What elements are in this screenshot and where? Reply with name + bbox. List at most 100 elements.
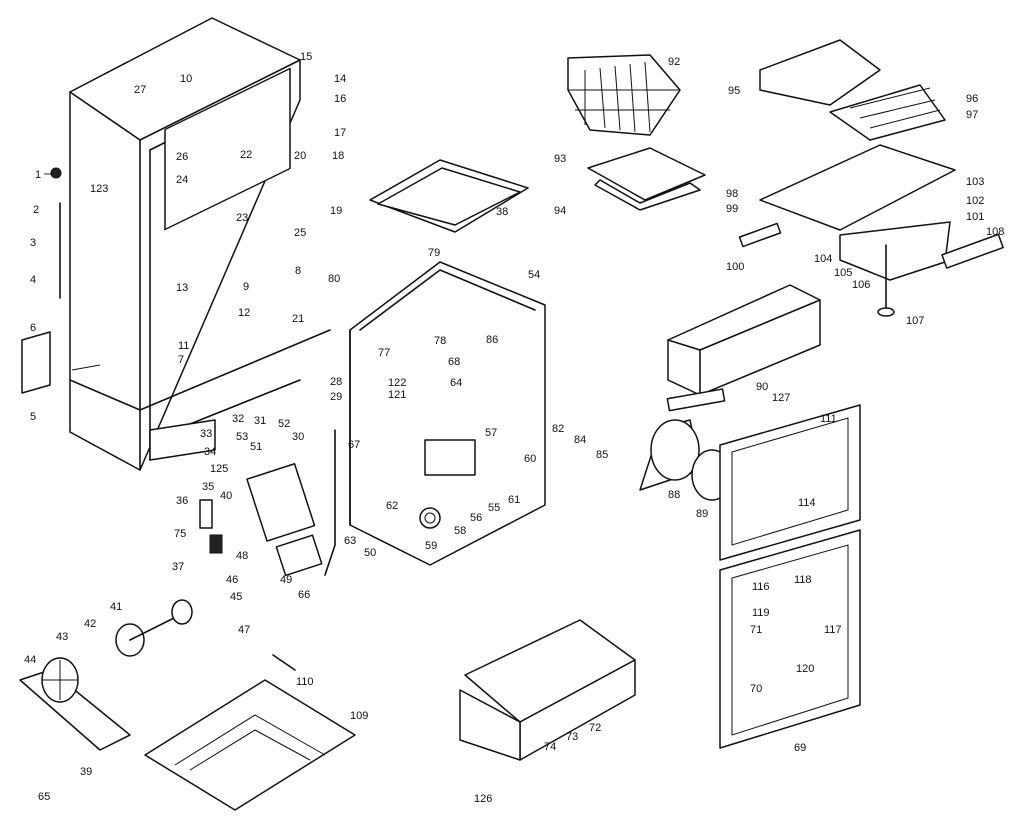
- part-label-33: 33: [200, 428, 212, 440]
- part-label-98: 98: [726, 188, 738, 200]
- part-label-45: 45: [230, 591, 242, 603]
- part-label-60: 60: [524, 453, 536, 465]
- part-label-9: 9: [243, 281, 249, 293]
- part-label-27: 27: [134, 84, 146, 96]
- part-label-120: 120: [796, 663, 814, 675]
- part-label-66: 66: [298, 589, 310, 601]
- part-label-100: 100: [726, 261, 744, 273]
- basket: [567, 54, 681, 136]
- part-label-39: 39: [80, 766, 92, 778]
- part-label-42: 42: [84, 618, 96, 630]
- part-label-38: 38: [496, 206, 508, 218]
- part-label-3: 3: [30, 237, 36, 249]
- part-label-6: 6: [30, 322, 36, 334]
- part-label-64: 64: [450, 377, 462, 389]
- part-label-119: 119: [752, 607, 770, 619]
- part-label-30: 30: [292, 431, 304, 443]
- part-label-48: 48: [236, 550, 248, 562]
- meat-pan: [759, 39, 946, 141]
- crisper-cover: [759, 144, 1004, 317]
- part-label-25: 25: [294, 227, 306, 239]
- part-label-49: 49: [280, 574, 292, 586]
- cabinet-shell: [69, 17, 331, 471]
- part-label-32: 32: [232, 413, 244, 425]
- part-label-123: 123: [90, 183, 108, 195]
- part-label-79: 79: [428, 247, 440, 259]
- condenser-fan-motor: [19, 599, 193, 751]
- part-label-99: 99: [726, 203, 738, 215]
- part-label-122: 122: [388, 377, 406, 389]
- part-label-118: 118: [794, 574, 812, 586]
- part-label-1: 1: [35, 169, 41, 181]
- part-label-72: 72: [589, 722, 601, 734]
- part-label-125: 125: [210, 463, 228, 475]
- part-label-117: 117: [824, 624, 842, 636]
- part-label-4: 4: [30, 274, 36, 286]
- part-label-63: 63: [344, 535, 356, 547]
- part-label-101: 101: [966, 211, 984, 223]
- part-label-36: 36: [176, 495, 188, 507]
- part-label-26: 26: [176, 151, 188, 163]
- part-label-52: 52: [278, 418, 290, 430]
- part-label-80: 80: [328, 273, 340, 285]
- part-label-103: 103: [966, 176, 984, 188]
- part-label-56: 56: [470, 512, 482, 524]
- part-labels: 1 2 3 4 5 6 7 8 9 10 11 12 13 14 15 16 1…: [24, 51, 1004, 805]
- part-label-71: 71: [750, 624, 762, 636]
- freezer-door: [719, 404, 861, 561]
- fresh-food-door: [719, 529, 861, 749]
- part-label-58: 58: [454, 525, 466, 537]
- part-label-126: 126: [474, 793, 492, 805]
- part-label-88: 88: [668, 489, 680, 501]
- part-label-85: 85: [596, 449, 608, 461]
- part-label-97: 97: [966, 109, 978, 121]
- ice-tray: [587, 147, 706, 211]
- part-label-22: 22: [240, 149, 252, 161]
- part-label-24: 24: [176, 174, 188, 186]
- part-label-41: 41: [110, 601, 122, 613]
- part-label-121: 121: [388, 389, 406, 401]
- part-label-20: 20: [294, 150, 306, 162]
- part-label-106: 106: [852, 279, 870, 291]
- part-label-18: 18: [332, 150, 344, 162]
- part-label-89: 89: [696, 508, 708, 520]
- part-label-13: 13: [176, 282, 188, 294]
- part-label-59: 59: [425, 540, 437, 552]
- part-label-14: 14: [334, 73, 346, 85]
- part-label-55: 55: [488, 502, 500, 514]
- part-label-16: 16: [334, 93, 346, 105]
- part-label-31: 31: [254, 415, 266, 427]
- part-label-19: 19: [330, 205, 342, 217]
- part-label-50: 50: [364, 547, 376, 559]
- part-label-10: 10: [180, 73, 192, 85]
- part-label-116: 116: [752, 581, 770, 593]
- part-label-105: 105: [834, 267, 852, 279]
- kick-plate: [459, 619, 636, 761]
- part-label-74: 74: [544, 741, 556, 753]
- part-label-11: 11: [178, 340, 189, 352]
- part-label-34: 34: [204, 446, 216, 458]
- part-label-35: 35: [202, 481, 214, 493]
- part-label-8: 8: [295, 265, 301, 277]
- misc-parts: [21, 167, 782, 671]
- part-label-82: 82: [552, 423, 564, 435]
- part-label-2: 2: [33, 204, 39, 216]
- part-label-17: 17: [334, 127, 346, 139]
- part-label-53: 53: [236, 431, 248, 443]
- part-label-7: 7: [178, 354, 184, 366]
- part-label-28: 28: [330, 376, 342, 388]
- part-label-47: 47: [238, 624, 250, 636]
- part-label-104: 104: [814, 253, 832, 265]
- duct: [667, 284, 821, 396]
- part-label-68: 68: [448, 356, 460, 368]
- part-label-65: 65: [38, 791, 50, 803]
- part-label-12: 12: [238, 307, 250, 319]
- part-label-54: 54: [528, 269, 540, 281]
- part-label-110: 110: [296, 676, 314, 688]
- freezer-shelf: [369, 159, 529, 233]
- part-label-21: 21: [292, 313, 304, 325]
- part-label-40: 40: [220, 490, 232, 502]
- part-label-23: 23: [236, 212, 248, 224]
- part-label-75: 75: [174, 528, 186, 540]
